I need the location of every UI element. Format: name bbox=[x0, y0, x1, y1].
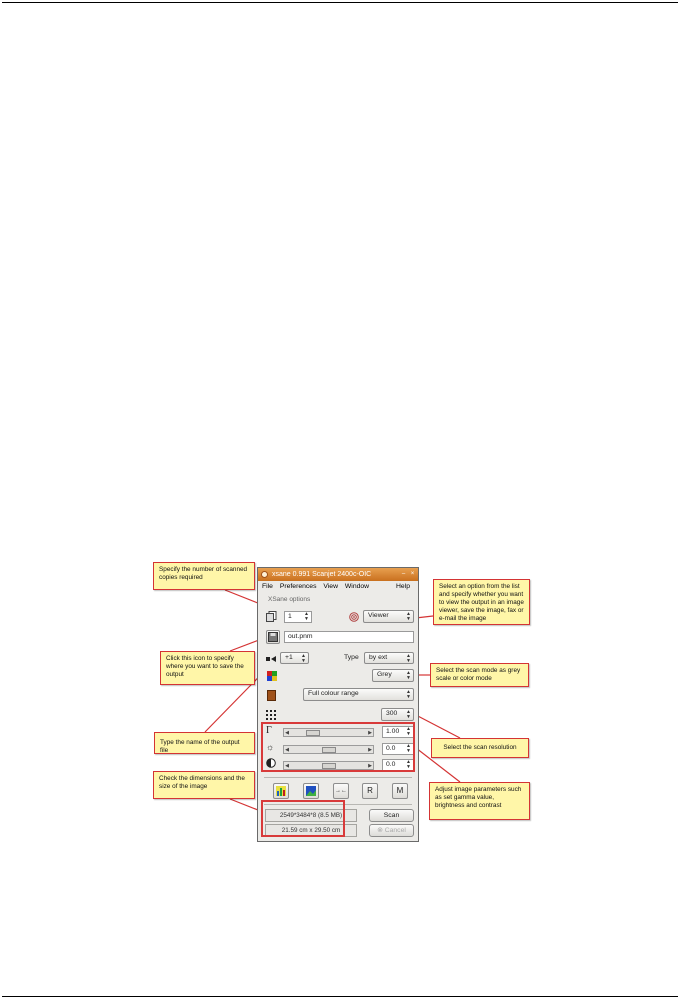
brightness-value: 0.0 bbox=[386, 745, 396, 752]
copies-spinbox[interactable]: 1 ▲▼ bbox=[284, 611, 312, 623]
range-icon bbox=[267, 690, 276, 701]
group-label: XSane options bbox=[268, 596, 311, 603]
dimensions-highlight-box bbox=[261, 800, 345, 837]
cancel-x-icon: ⊗ bbox=[377, 827, 383, 834]
autoadjust-button[interactable]: →← bbox=[333, 783, 349, 799]
slider-left-arrow-icon[interactable]: ◀ bbox=[285, 730, 289, 736]
filename-input[interactable]: out.pnm bbox=[284, 631, 414, 643]
r-button[interactable]: R bbox=[362, 783, 378, 799]
resolution-value: 300 bbox=[386, 710, 398, 717]
type-select[interactable]: by ext ▲▼ bbox=[364, 652, 414, 664]
select-arrows-icon: ▲▼ bbox=[406, 611, 411, 622]
viewer-target-icon bbox=[349, 612, 359, 622]
contrast-value: 0.0 bbox=[386, 761, 396, 768]
histogram-icon bbox=[276, 786, 286, 796]
range-arrows-icon: ▲▼ bbox=[406, 689, 411, 700]
contrast-slider-thumb[interactable] bbox=[322, 763, 336, 769]
preview-icon bbox=[306, 786, 316, 796]
histogram-button[interactable] bbox=[273, 783, 289, 799]
scan-button[interactable]: Scan bbox=[369, 809, 414, 822]
callout-viewer: Select an option from the list and speci… bbox=[433, 579, 530, 625]
spin-arrows-icon[interactable]: ▲▼ bbox=[304, 611, 309, 622]
menu-window[interactable]: Window bbox=[344, 583, 370, 590]
type-arrows-icon: ▲▼ bbox=[406, 653, 411, 664]
window-title: xsane 0.991 Scanjet 2400c-OIC bbox=[272, 571, 372, 578]
brightness-spin-arrows-icon[interactable]: ▲▼ bbox=[406, 743, 411, 754]
resolution-arrows-icon: ▲▼ bbox=[406, 709, 411, 720]
gamma-slider[interactable]: ◀ ▶ bbox=[283, 728, 374, 737]
colour-range-select[interactable]: Full colour range ▲▼ bbox=[303, 688, 414, 701]
step-icon bbox=[266, 656, 276, 662]
minimize-icon[interactable]: – bbox=[401, 571, 406, 577]
brightness-icon: ☼ bbox=[266, 742, 275, 752]
xsane-window: xsane 0.991 Scanjet 2400c-OIC – × File P… bbox=[257, 567, 419, 842]
step-value: +1 bbox=[285, 654, 293, 661]
separator bbox=[264, 804, 412, 805]
save-disk-icon bbox=[268, 632, 278, 642]
callout-scan-mode: Select the scan mode as grey scale or co… bbox=[430, 663, 529, 687]
slider-left-arrow-icon[interactable]: ◀ bbox=[285, 763, 289, 769]
cancel-button[interactable]: ⊗ Cancel bbox=[369, 824, 414, 837]
gamma-spinbox[interactable]: 1.00 ▲▼ bbox=[382, 726, 414, 738]
save-location-button[interactable] bbox=[266, 630, 280, 644]
parameters-highlight-box bbox=[261, 722, 415, 772]
resolution-select[interactable]: 300 ▲▼ bbox=[381, 708, 414, 721]
mode-arrows-icon: ▲▼ bbox=[406, 670, 411, 681]
colour-range-value: Full colour range bbox=[308, 690, 359, 697]
callout-copies: Specify the number of scanned copies req… bbox=[153, 562, 255, 590]
contrast-spin-arrows-icon[interactable]: ▲▼ bbox=[406, 759, 411, 770]
resolution-icon bbox=[266, 710, 276, 720]
top-page-rule bbox=[2, 2, 678, 3]
gamma-spin-arrows-icon[interactable]: ▲▼ bbox=[406, 726, 411, 737]
menu-help[interactable]: Help bbox=[396, 583, 410, 590]
callout-dimensions: Check the dimensions and the size of the… bbox=[153, 771, 255, 799]
gamma-slider-thumb[interactable] bbox=[306, 730, 320, 736]
scan-mode-select[interactable]: Grey ▲▼ bbox=[372, 669, 414, 682]
filename-value: out.pnm bbox=[288, 633, 313, 640]
step-select[interactable]: +1 ▲▼ bbox=[280, 652, 309, 664]
menu-file[interactable]: File bbox=[262, 583, 273, 590]
contrast-icon bbox=[266, 758, 276, 768]
m-button[interactable]: M bbox=[392, 783, 408, 799]
callout-parameters: Adjust image parameters such as set gamm… bbox=[429, 782, 530, 820]
callout-save-icon: Click this icon to specify where you wan… bbox=[160, 651, 255, 685]
brightness-slider[interactable]: ◀ ▶ bbox=[283, 745, 374, 754]
menu-preferences[interactable]: Preferences bbox=[279, 583, 317, 590]
gamma-icon: Γ bbox=[266, 725, 272, 736]
menu-view[interactable]: View bbox=[323, 583, 338, 590]
type-select-value: by ext bbox=[369, 654, 388, 661]
brightness-slider-thumb[interactable] bbox=[322, 747, 336, 753]
slider-right-arrow-icon[interactable]: ▶ bbox=[368, 730, 372, 736]
brightness-spinbox[interactable]: 0.0 ▲▼ bbox=[382, 743, 414, 755]
slider-right-arrow-icon[interactable]: ▶ bbox=[368, 763, 372, 769]
cancel-label: Cancel bbox=[384, 827, 406, 834]
slider-right-arrow-icon[interactable]: ▶ bbox=[368, 747, 372, 753]
scan-mode-value: Grey bbox=[377, 671, 392, 678]
callout-output-file: Type the name of the output file bbox=[154, 732, 255, 754]
color-mode-icon bbox=[267, 671, 277, 681]
r-label: R bbox=[367, 786, 373, 795]
viewer-select-value: Viewer bbox=[368, 612, 389, 619]
separator bbox=[264, 777, 412, 778]
gamma-value: 1.00 bbox=[386, 728, 400, 735]
copies-icon bbox=[266, 611, 277, 622]
image-size-info: 2549*3484*8 (8.5 MB) bbox=[265, 809, 357, 822]
autoadjust-icon: →← bbox=[335, 788, 347, 794]
close-icon[interactable]: × bbox=[410, 571, 415, 577]
step-arrows-icon: ▲▼ bbox=[301, 653, 306, 664]
viewer-select[interactable]: Viewer ▲▼ bbox=[363, 610, 414, 623]
bottom-page-rule bbox=[2, 996, 678, 997]
copies-value: 1 bbox=[288, 613, 292, 620]
menu-bar: File Preferences View Window Help bbox=[258, 581, 418, 592]
window-titlebar: xsane 0.991 Scanjet 2400c-OIC – × bbox=[258, 568, 418, 581]
callout-resolution: Select the scan resolution bbox=[431, 738, 529, 758]
type-label: Type bbox=[344, 654, 359, 661]
contrast-slider[interactable]: ◀ ▶ bbox=[283, 761, 374, 770]
xsane-logo-icon bbox=[261, 571, 268, 578]
preview-button[interactable] bbox=[303, 783, 319, 799]
slider-left-arrow-icon[interactable]: ◀ bbox=[285, 747, 289, 753]
m-label: M bbox=[396, 786, 404, 795]
